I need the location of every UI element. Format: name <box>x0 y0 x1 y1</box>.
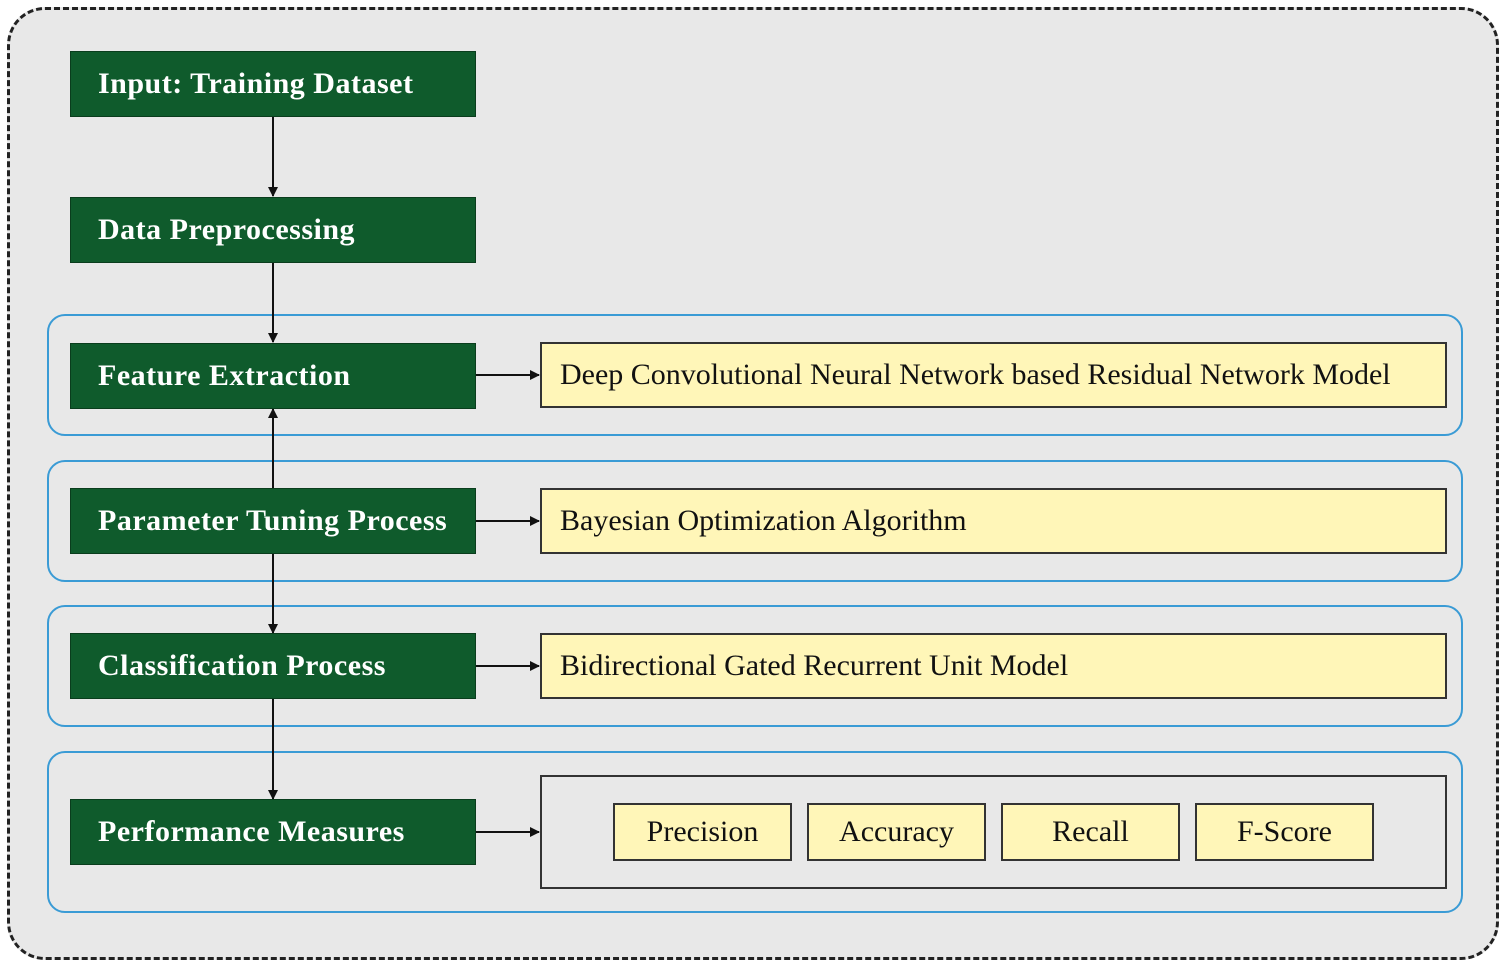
method-feature-extraction: Deep Convolutional Neural Network based … <box>540 342 1447 408</box>
band-performance <box>47 751 1463 913</box>
band-parameter-tuning <box>47 460 1463 582</box>
step-feature-extraction: Feature Extraction <box>70 343 476 409</box>
step-classification: Classification Process <box>70 633 476 699</box>
step-data-preprocessing: Data Preprocessing <box>70 197 476 263</box>
method-classification: Bidirectional Gated Recurrent Unit Model <box>540 633 1447 699</box>
metric-f-score: F-Score <box>1195 803 1374 861</box>
method-parameter-tuning: Bayesian Optimization Algorithm <box>540 488 1447 554</box>
metric-precision: Precision <box>613 803 792 861</box>
step-performance-measures: Performance Measures <box>70 799 476 865</box>
metric-recall: Recall <box>1001 803 1180 861</box>
band-classification <box>47 605 1463 727</box>
band-feature-extraction <box>47 314 1463 436</box>
step-input-training-dataset: Input: Training Dataset <box>70 51 476 117</box>
metric-accuracy: Accuracy <box>807 803 986 861</box>
step-parameter-tuning: Parameter Tuning Process <box>70 488 476 554</box>
